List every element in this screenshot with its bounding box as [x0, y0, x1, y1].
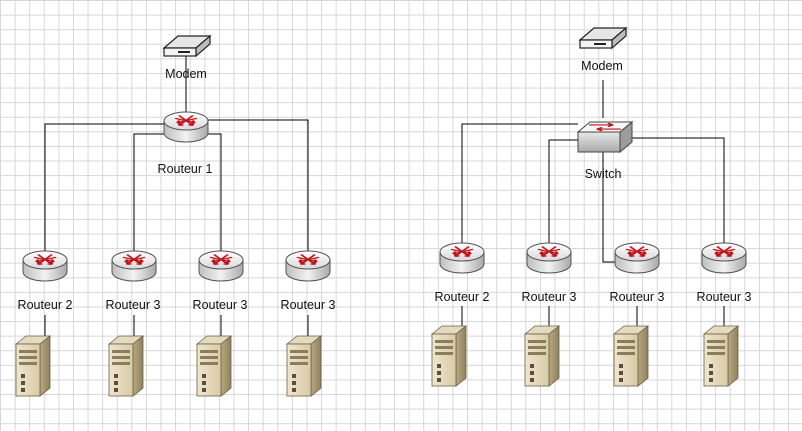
server-icon	[613, 325, 649, 387]
modem-icon	[579, 27, 627, 49]
server-icon	[703, 325, 739, 387]
modem-icon	[163, 35, 211, 57]
router-icon	[527, 243, 571, 273]
link-router1-router2	[44, 123, 164, 262]
left-core-label: Routeur 1	[157, 162, 213, 176]
router-icon	[112, 251, 156, 281]
right-router-label-4: Routeur 3	[696, 290, 752, 304]
link-switch-router3c	[628, 137, 725, 254]
switch-icon	[576, 120, 634, 154]
link-switch-router3a	[548, 139, 583, 254]
link-router1-router3a	[133, 133, 172, 262]
left-router-label-2: Routeur 3	[105, 298, 161, 312]
right-core-label: Switch	[584, 167, 622, 181]
left-router-label-1: Routeur 2	[17, 298, 73, 312]
router-icon	[23, 251, 67, 281]
right-modem-label: Modem	[581, 59, 623, 73]
right-router-label-1: Routeur 2	[434, 290, 490, 304]
router-icon	[164, 112, 208, 142]
link-switch-router3b	[602, 150, 615, 263]
link-router1-router3c	[205, 119, 309, 262]
server-icon	[286, 335, 322, 397]
router-icon	[286, 251, 330, 281]
left-router-label-3: Routeur 3	[192, 298, 248, 312]
left-modem-label: Modem	[165, 67, 207, 81]
left-links	[44, 56, 309, 345]
right-links	[461, 80, 725, 330]
server-icon	[196, 335, 232, 397]
left-router-label-4: Routeur 3	[280, 298, 336, 312]
right-router-label-3: Routeur 3	[609, 290, 665, 304]
server-icon	[524, 325, 560, 387]
server-icon	[15, 335, 51, 397]
router-icon	[440, 243, 484, 273]
link-router1-router3b	[194, 133, 222, 262]
right-router-label-2: Routeur 3	[521, 290, 577, 304]
server-icon	[108, 335, 144, 397]
router-icon	[199, 251, 243, 281]
router-icon	[702, 243, 746, 273]
link-switch-router2	[461, 123, 578, 254]
server-icon	[431, 325, 467, 387]
router-icon	[615, 243, 659, 273]
